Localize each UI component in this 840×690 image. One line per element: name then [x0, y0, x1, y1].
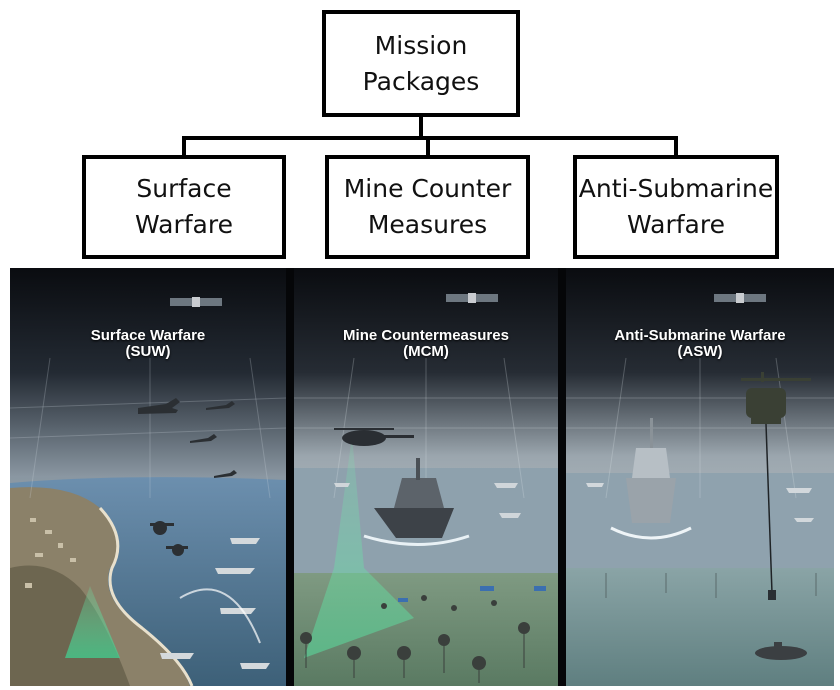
mcm-title: Mine Countermeasures (MCM): [343, 327, 509, 360]
satellite-icon: [170, 297, 222, 307]
suw-panel: Surface Warfare (SUW): [10, 268, 286, 686]
mcm-scene: [294, 268, 558, 686]
surface-warfare-box: Surface Warfare: [82, 155, 286, 259]
mcm-panel: Mine Countermeasures (MCM): [294, 268, 558, 686]
satellite-icon: [446, 293, 498, 303]
mission-packages-label: Mission Packages: [362, 30, 480, 96]
mine-counter-measures-label: Mine Counter Measures: [343, 174, 512, 239]
asw-panel: Anti-Submarine Warfare (ASW): [566, 268, 834, 686]
suw-title: Surface Warfare (SUW): [90, 327, 206, 360]
suw-scene: [10, 268, 286, 686]
connector-line: [182, 136, 186, 155]
connector-line: [419, 117, 423, 139]
anti-submarine-warfare-label: Anti-Submarine Warfare: [578, 174, 774, 239]
connector-line: [183, 136, 678, 140]
asw-title: Anti-Submarine Warfare (ASW): [614, 327, 786, 360]
connector-line: [674, 136, 678, 155]
anti-submarine-warfare-box: Anti-Submarine Warfare: [573, 155, 779, 259]
mission-packages-box: Mission Packages: [322, 10, 520, 117]
satellite-icon: [714, 293, 766, 303]
mission-illustration: Surface Warfare (SUW): [10, 268, 834, 686]
mine-counter-measures-box: Mine Counter Measures: [325, 155, 530, 259]
connector-line: [426, 136, 430, 155]
asw-scene: [566, 268, 834, 686]
surface-warfare-label: Surface Warfare: [135, 174, 233, 239]
